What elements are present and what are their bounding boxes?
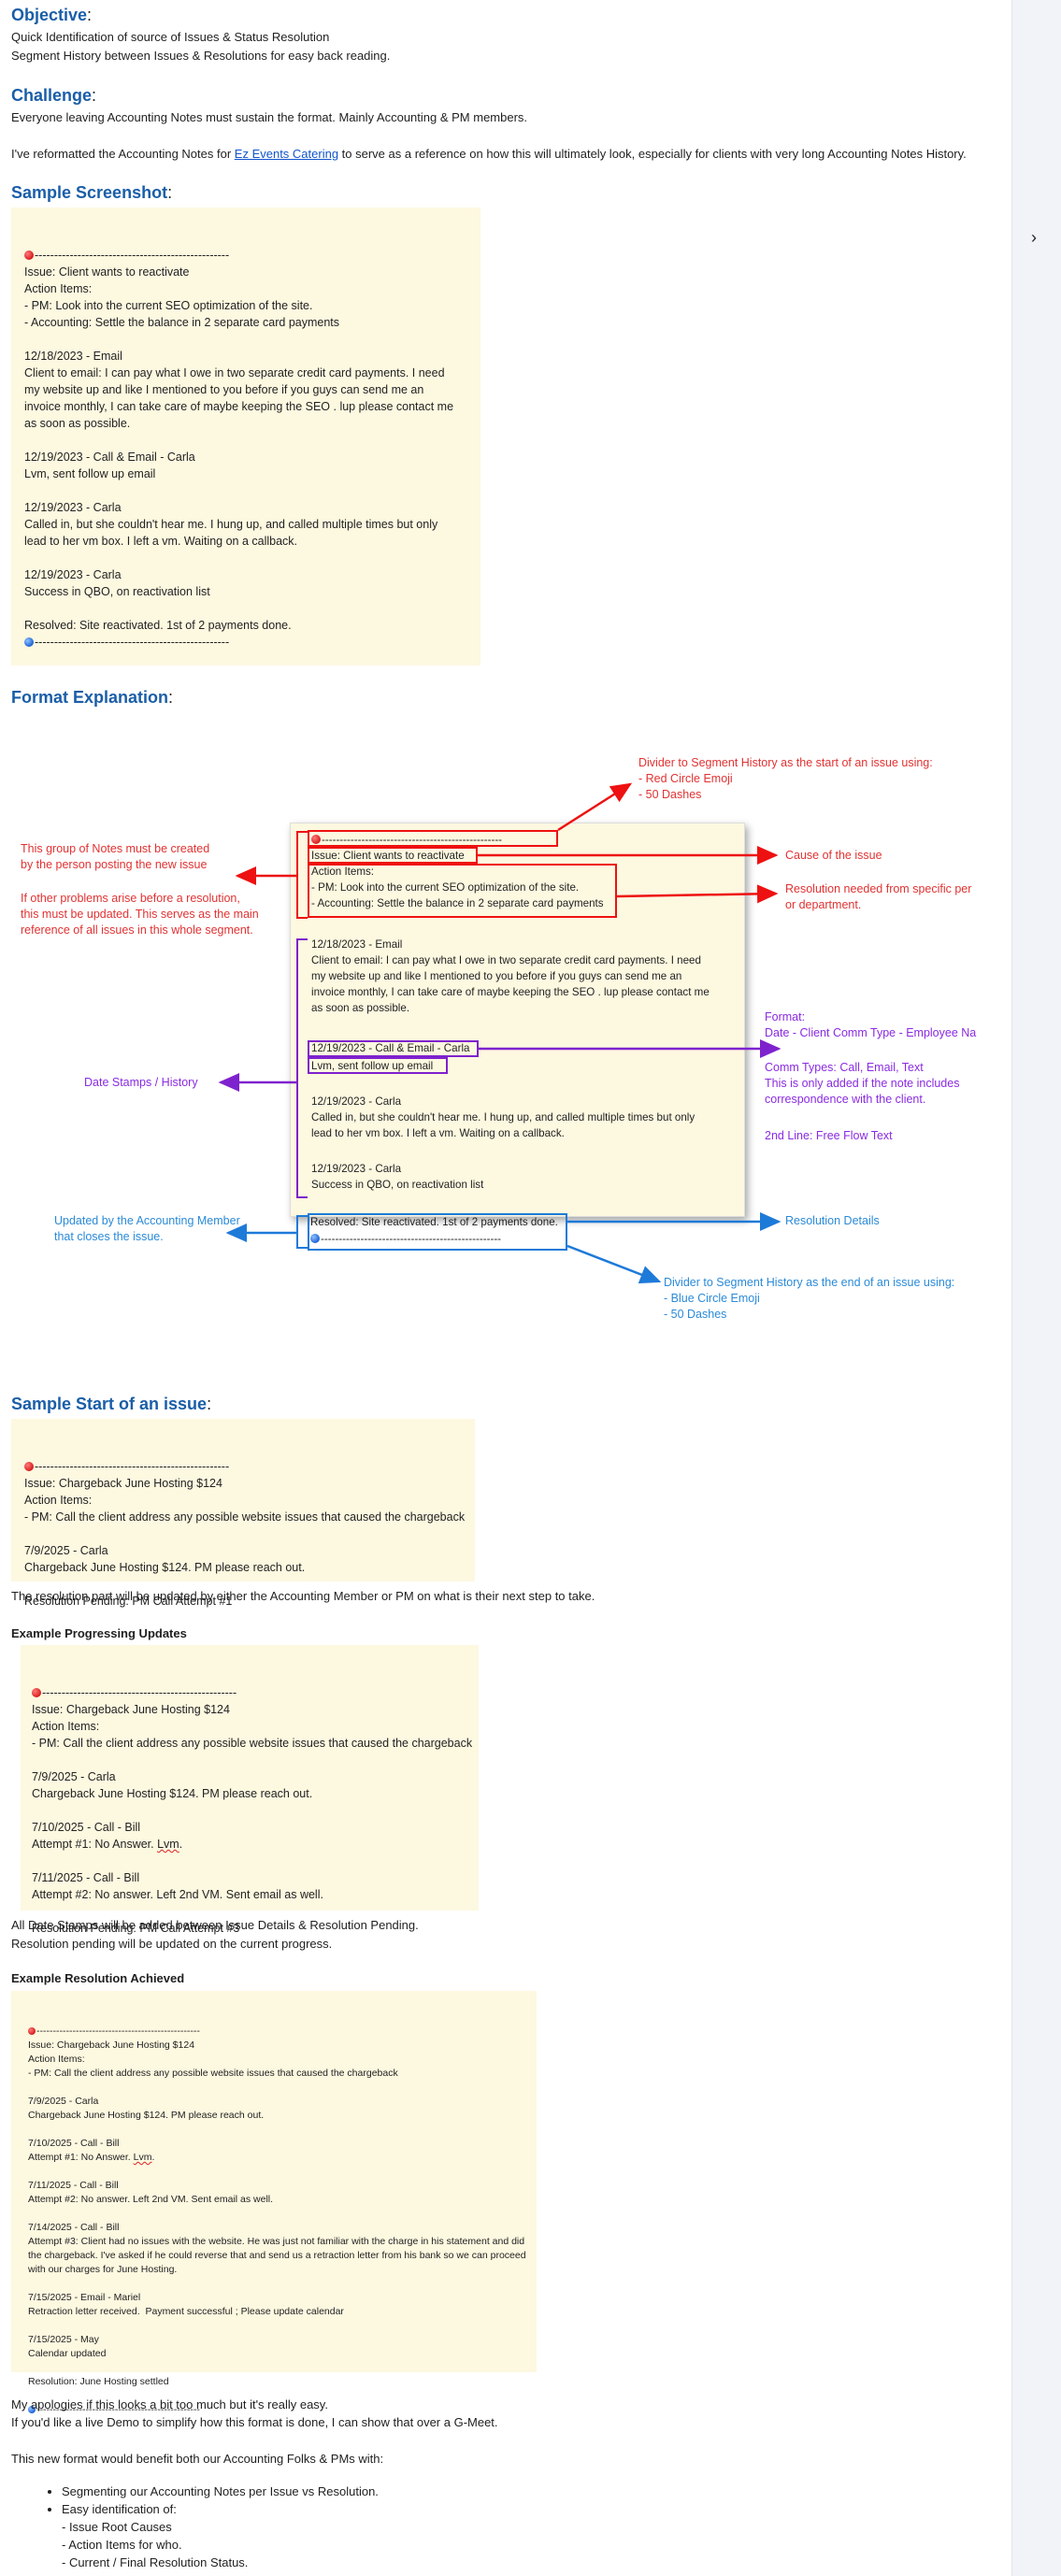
red-circle-icon xyxy=(24,250,34,260)
card-divider-end: ----------------------------------------… xyxy=(310,1233,501,1245)
note-body: Issue: Chargeback June Hosting $124 Acti… xyxy=(24,1477,466,1608)
divider-start: ----------------------------------------… xyxy=(28,2025,520,2039)
resolution-note: ----------------------------------------… xyxy=(11,1991,537,2415)
progressing-after: All Date Stamps will be added between Is… xyxy=(11,1918,419,1932)
card-history-text: Success in QBO, on reactivation list xyxy=(311,1179,484,1191)
blue-bracket xyxy=(296,1215,308,1249)
ez-events-catering-link[interactable]: Ez Events Catering xyxy=(234,147,339,161)
action-items-highlight xyxy=(308,864,617,918)
divider-end: ----------------------------------------… xyxy=(24,634,467,651)
annotation-date-stamps: Date Stamps / History xyxy=(84,1076,198,1089)
annotation-divider-end: Divider to Segment History as the end of… xyxy=(664,1276,955,1321)
card-action-1: - PM: Look into the current SEO optimiza… xyxy=(311,881,580,894)
divider-start-highlight xyxy=(308,830,558,847)
divider-end: ----------------------------------------… xyxy=(28,2403,520,2417)
purple-bracket xyxy=(296,938,308,1198)
note-body: Issue: Chargeback June Hosting $124 Acti… xyxy=(28,2039,526,2387)
closing-line: My apologies if this looks a bit too muc… xyxy=(11,2397,328,2411)
sample-start-note: ----------------------------------------… xyxy=(11,1419,475,1608)
card-issue: Issue: Client wants to reactivate xyxy=(311,850,465,862)
history-text-highlight xyxy=(308,1057,448,1074)
card-history-date: 12/18/2023 - Email xyxy=(311,938,403,951)
closing-line: If you'd like a live Demo to simplify ho… xyxy=(11,2415,498,2429)
annotation-arrows xyxy=(218,782,781,1284)
card-action-label: Action Items: xyxy=(311,866,375,878)
divider-start: ----------------------------------------… xyxy=(24,247,467,264)
divider-start: ----------------------------------------… xyxy=(24,1458,462,1475)
sample-screenshot-heading: Sample Screenshot: xyxy=(11,183,173,202)
benefits-list: Segmenting our Accounting Notes per Issu… xyxy=(45,2483,379,2571)
annotation-group-created: This group of Notes must be created by t… xyxy=(21,842,210,871)
closing-line: This new format would benefit both our A… xyxy=(11,2452,384,2466)
objective-line: Quick Identification of source of Issues… xyxy=(11,30,330,44)
blue-circle-icon xyxy=(24,637,34,647)
note-body: Issue: Chargeback June Hosting $124 Acti… xyxy=(32,1703,473,1935)
card-history-text: Called in, but she couldn't hear me. I h… xyxy=(311,1111,695,1123)
format-explanation-heading: Format Explanation: xyxy=(11,688,174,707)
objective-heading: Objective: xyxy=(11,6,93,24)
annotation-format: Format: Date - Client Comm Type - Employ… xyxy=(765,1010,977,1039)
card-history-date: 12/19/2023 - Carla xyxy=(311,1095,402,1108)
arrow-divider-start xyxy=(557,782,633,832)
annotation-second-line: 2nd Line: Free Flow Text xyxy=(765,1129,893,1142)
annotation-other-problems: If other problems arise before a resolut… xyxy=(21,892,259,937)
chevron-right-icon[interactable]: › xyxy=(1031,228,1037,247)
annotation-comm-types: Comm Types: Call, Email, Text This is on… xyxy=(765,1061,960,1106)
resolution-heading: Example Resolution Achieved xyxy=(11,1971,185,1985)
note-body: Issue: Client wants to reactivate Action… xyxy=(24,265,454,632)
history-header-highlight xyxy=(308,1040,479,1057)
red-bracket xyxy=(296,831,308,919)
blue-circle-icon xyxy=(310,1234,320,1243)
annotation-updated-by: Updated by the Accounting Member that cl… xyxy=(54,1214,240,1243)
annotation-divider-start: Divider to Segment History as the start … xyxy=(638,756,933,801)
annotation-resolution-details: Resolution Details xyxy=(785,1214,880,1227)
sample-screenshot-note: ----------------------------------------… xyxy=(11,208,480,665)
progressing-note: ----------------------------------------… xyxy=(21,1645,479,1935)
card-history-date: 12/19/2023 - Carla xyxy=(311,1163,402,1175)
card-history-date: 12/19/2023 - Call & Email - Carla xyxy=(311,1042,470,1054)
card-resolved: Resolved: Site reactivated. 1st of 2 pay… xyxy=(310,1216,558,1228)
format-explanation-card: ----------------------------------------… xyxy=(290,823,745,1217)
progressing-after: Resolution pending will be updated on th… xyxy=(11,1937,333,1951)
card-history-text: as soon as possible. xyxy=(311,1002,410,1014)
arrow-resolution-needed xyxy=(616,884,779,904)
blue-circle-icon xyxy=(28,2406,36,2413)
cause-highlight xyxy=(308,847,478,864)
side-panel-rail: › xyxy=(1011,0,1061,2576)
list-item: Easy identification of: - Issue Root Cau… xyxy=(62,2500,379,2571)
progressing-heading: Example Progressing Updates xyxy=(11,1626,187,1640)
sample-start-heading: Sample Start of an issue: xyxy=(11,1395,212,1413)
challenge-heading: Challenge: xyxy=(11,86,97,105)
card-history-text: invoice monthly, I can take care of mayb… xyxy=(311,986,710,998)
document: Objective: Quick Identification of sourc… xyxy=(0,0,1011,2576)
objective-line: Segment History between Issues & Resolut… xyxy=(11,49,391,63)
card-history-text: my website up and like I mentioned to yo… xyxy=(311,970,682,982)
resolved-highlight xyxy=(308,1213,567,1251)
card-history-text: Lvm, sent follow up email xyxy=(311,1060,434,1072)
red-circle-icon xyxy=(28,2027,36,2035)
red-circle-icon xyxy=(32,1688,41,1697)
card-action-2: - Accounting: Settle the balance in 2 se… xyxy=(311,897,604,909)
challenge-line: Everyone leaving Accounting Notes must s… xyxy=(11,110,528,124)
divider-start: ----------------------------------------… xyxy=(32,1684,466,1701)
sample-start-after: The resolution part will be updated by e… xyxy=(11,1589,595,1603)
red-circle-icon xyxy=(311,835,321,844)
annotation-cause: Cause of the issue xyxy=(785,849,882,862)
list-item: Segmenting our Accounting Notes per Issu… xyxy=(62,2483,379,2500)
red-circle-icon xyxy=(24,1462,34,1471)
challenge-line-2: I've reformatted the Accounting Notes fo… xyxy=(11,147,967,161)
card-history-text: lead to her vm box. I left a vm. Waiting… xyxy=(311,1127,565,1139)
card-divider-start: ----------------------------------------… xyxy=(311,833,502,849)
card-history-text: Client to email: I can pay what I owe in… xyxy=(311,954,701,966)
annotation-resolution-needed: Resolution needed from specific per or d… xyxy=(785,882,972,911)
arrow-divider-end xyxy=(566,1244,662,1284)
